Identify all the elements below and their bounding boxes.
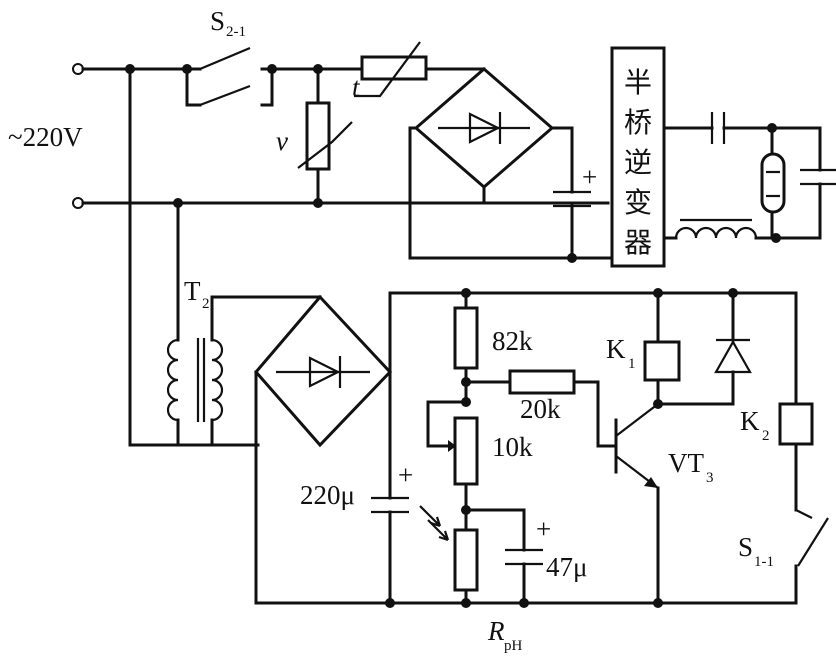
k2-sub: 2 (762, 428, 770, 444)
inverter-char-5: 器 (624, 226, 652, 259)
c220-label: 220μ (300, 480, 355, 510)
s2-label: S (210, 6, 225, 36)
inverter-char-2: 桥 (624, 106, 652, 139)
k1-label: K (606, 334, 626, 364)
t2-sub: 2 (202, 296, 210, 312)
half-bridge-inverter (610, 46, 836, 268)
r20-label: 20k (520, 394, 561, 424)
voltage-label: ~220V (8, 122, 83, 152)
s1-sub: 1-1 (754, 554, 774, 570)
main-cap-plus: + (582, 162, 597, 192)
r10-label: 10k (492, 432, 533, 462)
rph-label: R (487, 616, 505, 646)
thermistor (354, 41, 486, 98)
c47-label: 47μ (546, 552, 587, 582)
inverter-char-3: 逆 (624, 146, 652, 179)
control-circuit (371, 288, 829, 608)
thermistor-label: t (352, 72, 361, 102)
c47-plus: + (536, 514, 551, 544)
switch-s2 (185, 46, 364, 107)
inverter-char-4: 变 (624, 186, 652, 219)
varistor (297, 67, 353, 205)
transformer-t2 (166, 201, 322, 447)
r82-label: 82k (492, 326, 533, 356)
rph-sub: pH (504, 638, 523, 654)
bridge-rectifier-aux (254, 291, 798, 605)
vt3-sub: 3 (706, 470, 714, 486)
k1-sub: 1 (628, 356, 636, 372)
s1-label: S (738, 532, 753, 562)
bridge-rectifier-main (408, 67, 614, 263)
vt3-label: VT (668, 448, 704, 478)
c220-plus: + (398, 460, 413, 490)
k2-label: K (740, 406, 760, 436)
t2-label: T (184, 276, 201, 306)
inverter-char-1: 半 (624, 66, 652, 99)
s2-sub: 2-1 (226, 24, 246, 40)
varistor-label: v (276, 126, 288, 156)
